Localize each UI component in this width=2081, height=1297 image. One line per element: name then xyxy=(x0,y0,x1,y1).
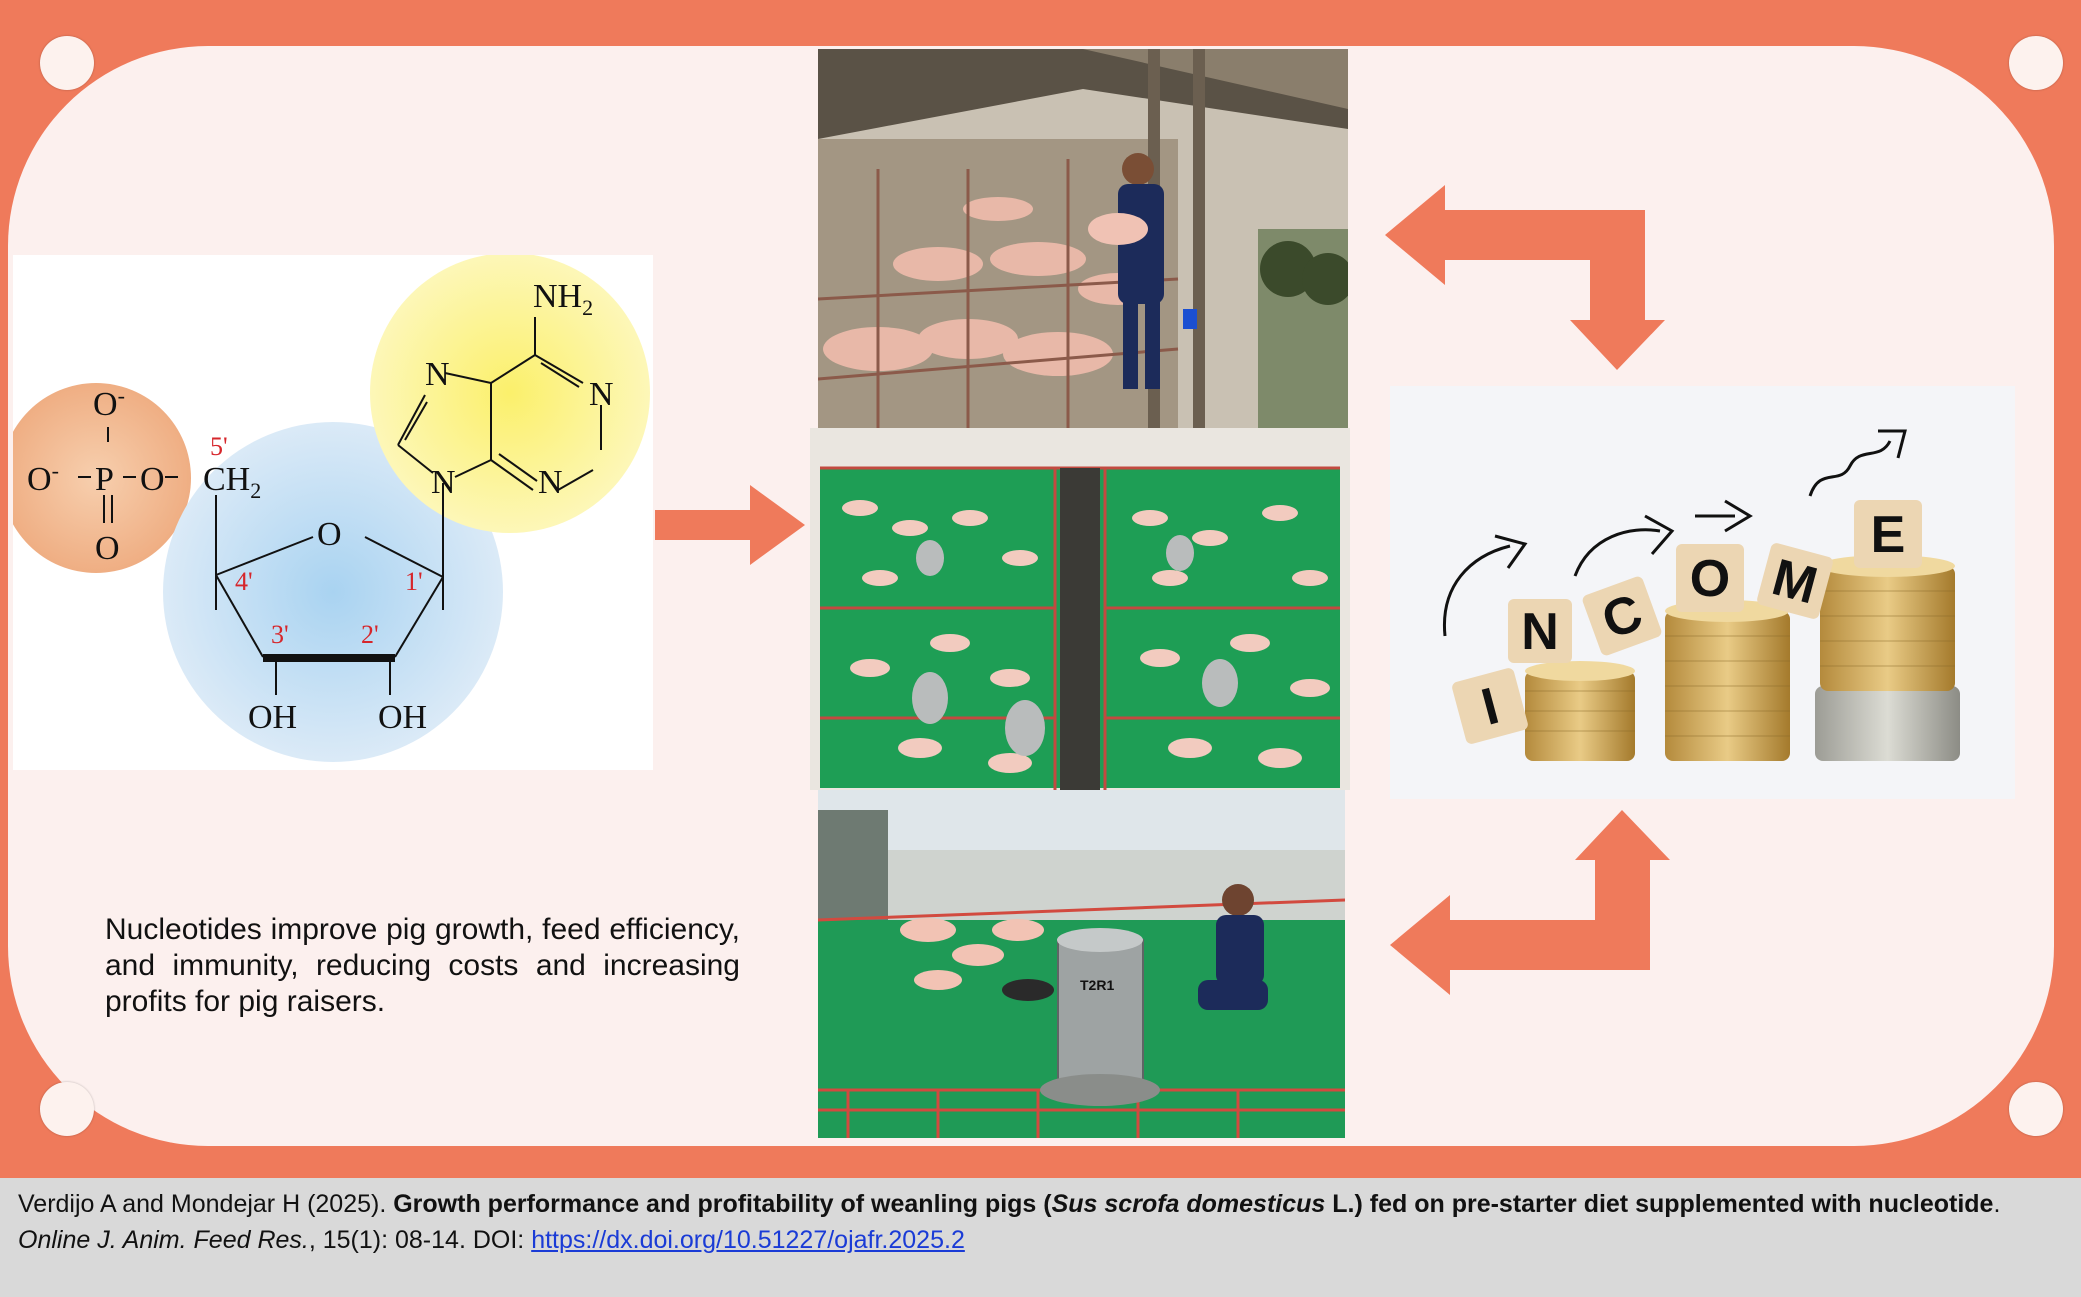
corner-rivet-top-right xyxy=(2009,36,2063,90)
citation-line-2: Online J. Anim. Feed Res., 15(1): 08-14.… xyxy=(18,1226,965,1255)
nucleotide-structure-diagram: NH2 N N N N O- O- P O CH2 O O OH OH 5' 4… xyxy=(1,253,653,770)
doi-link[interactable]: https://dx.doi.org/10.51227/ojafr.2025.2 xyxy=(531,1226,965,1254)
nucleotide-structure-svg: NH2 N N N N O- O- P O CH2 O O OH OH 5' 4… xyxy=(1,253,650,762)
phosphate-oxygen-top: O- xyxy=(93,383,125,423)
feeder-bin-label: T2R1 xyxy=(1080,977,1114,993)
arrow-loop-bottom xyxy=(1390,810,1670,995)
citation-title: Growth performance and profitability of … xyxy=(393,1190,1994,1218)
carbon-4-label: 4' xyxy=(235,567,253,596)
adenine-base-circle xyxy=(370,253,650,533)
nh2-label: NH2 xyxy=(533,278,593,320)
carbon-5-label: 5' xyxy=(210,432,228,461)
citation-journal: Online J. Anim. Feed Res. xyxy=(18,1226,309,1254)
citation-line-1: Verdijo A and Mondejar H (2025). Growth … xyxy=(18,1190,2001,1218)
ring-oxygen-label: O xyxy=(317,516,342,553)
nitrogen-label-n7: N xyxy=(425,356,450,393)
double-bond-oxygen-label: O xyxy=(95,530,120,567)
bridge-oxygen-label: O xyxy=(140,461,165,498)
arrow-loop-top xyxy=(1385,185,1665,370)
corner-rivet-bottom-left xyxy=(40,1082,94,1136)
income-letter-n: N xyxy=(1521,603,1559,661)
phosphorus-label: P xyxy=(95,461,114,498)
carbon-3-label: 3' xyxy=(271,620,289,649)
citation-issue: , 15(1): 08-14. DOI: xyxy=(308,1226,532,1254)
corner-rivet-top-left xyxy=(40,36,94,90)
carbon-2-label: 2' xyxy=(361,620,379,649)
citation-authors: Verdijo A and Mondejar H (2025). xyxy=(18,1190,394,1218)
phosphate-group-circle xyxy=(1,383,191,573)
nitrogen-label-n1: N xyxy=(589,376,614,413)
photo-pig-pens-aerial xyxy=(810,428,1350,790)
nitrogen-label-n3: N xyxy=(538,464,563,501)
nitrogen-label-n9: N xyxy=(431,464,456,501)
ribose-sugar-circle xyxy=(163,422,503,762)
ch2-label: CH2 xyxy=(203,461,261,503)
income-coins-image: I N C O M E xyxy=(1390,386,2015,799)
hydroxyl-3-label: OH xyxy=(248,699,297,736)
citation-footer: Verdijo A and Mondejar H (2025). Growth … xyxy=(0,1178,2081,1297)
income-letter-e: E xyxy=(1871,506,1906,564)
income-letter-o: O xyxy=(1690,550,1730,608)
hydroxyl-2-label: OH xyxy=(378,699,427,736)
photo-pen-with-feeder: T2R1 xyxy=(818,790,1345,1138)
photo-pig-barn xyxy=(818,49,1348,429)
arrow-right-to-photos xyxy=(655,485,805,565)
summary-caption: Nucleotides improve pig growth, feed eff… xyxy=(105,913,740,1018)
carbon-1-label: 1' xyxy=(405,567,423,596)
corner-rivet-bottom-right xyxy=(2009,1082,2063,1136)
phosphate-oxygen-left: O- xyxy=(27,458,59,498)
